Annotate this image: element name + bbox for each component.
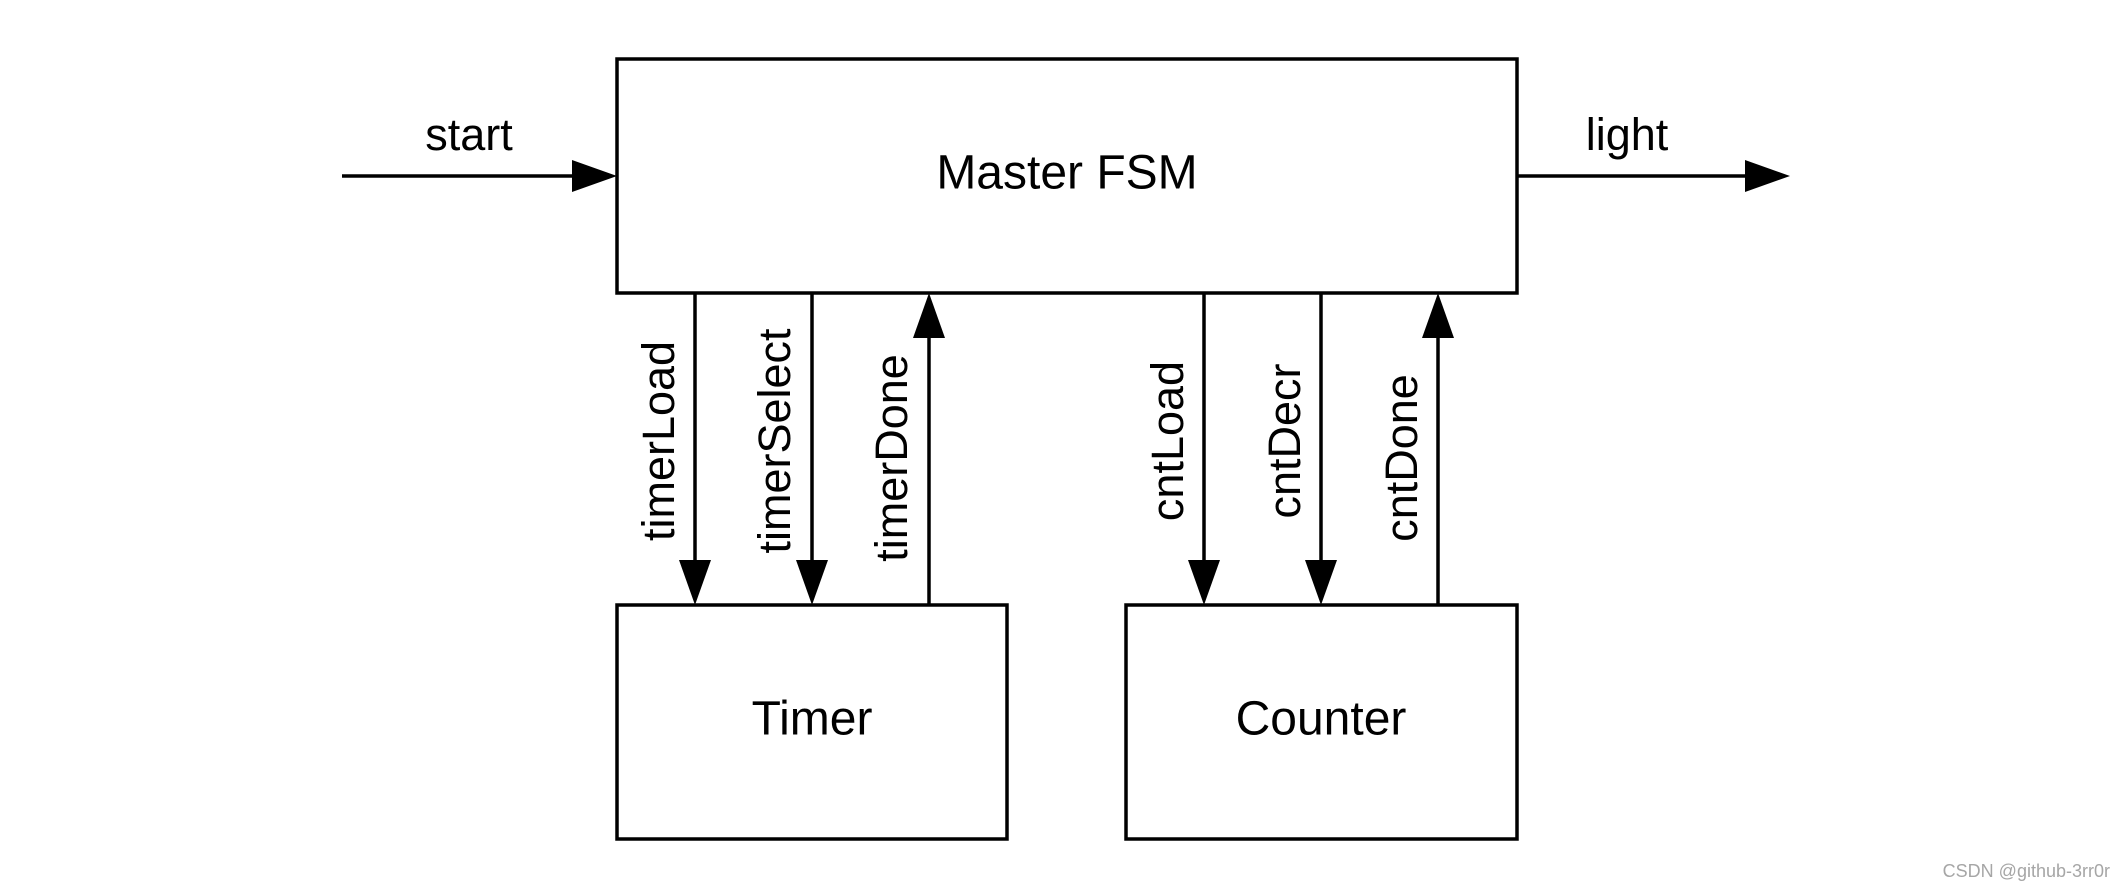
- cntDone-label: cntDone: [1376, 374, 1427, 542]
- start-arrowhead: [572, 160, 617, 192]
- cntDecr-signal: cntDecr: [1259, 293, 1337, 605]
- master-fsm-label: Master FSM: [936, 147, 1197, 200]
- cntDecr-arrowhead: [1305, 560, 1337, 605]
- timerLoad-arrowhead: [679, 560, 711, 605]
- counter-box: [1124, 603, 1519, 841]
- light-label: light: [1586, 109, 1669, 160]
- light-arrowhead: [1745, 160, 1790, 192]
- start-signal: start: [342, 109, 617, 192]
- cntDone-signal: cntDone: [1376, 293, 1454, 605]
- counter-block: Counter: [1124, 603, 1519, 841]
- cntLoad-label: cntLoad: [1142, 361, 1193, 521]
- cntDecr-label: cntDecr: [1259, 363, 1310, 518]
- timerDone-label: timerDone: [866, 354, 917, 562]
- light-signal: light: [1517, 109, 1790, 192]
- cntLoad-signal: cntLoad: [1142, 293, 1220, 605]
- timerLoad-signal: timerLoad: [633, 293, 711, 605]
- timer-box: [615, 603, 1009, 841]
- cntLoad-arrowhead: [1188, 560, 1220, 605]
- timerSelect-signal: timerSelect: [749, 293, 828, 605]
- watermark: CSDN @github-3rr0r: [1942, 861, 2110, 881]
- cntDone-arrowhead: [1422, 293, 1454, 338]
- timerSelect-label: timerSelect: [749, 328, 800, 554]
- timerSelect-arrowhead: [796, 560, 828, 605]
- counter-label: Counter: [1236, 693, 1407, 746]
- timer-label: Timer: [752, 693, 873, 746]
- timerLoad-label: timerLoad: [633, 341, 684, 541]
- timerDone-signal: timerDone: [866, 293, 945, 605]
- master-fsm-block: Master FSM: [615, 57, 1519, 295]
- start-label: start: [425, 109, 513, 160]
- timer-block: Timer: [615, 603, 1009, 841]
- timerDone-arrowhead: [913, 293, 945, 338]
- master-fsm-box: [615, 57, 1519, 295]
